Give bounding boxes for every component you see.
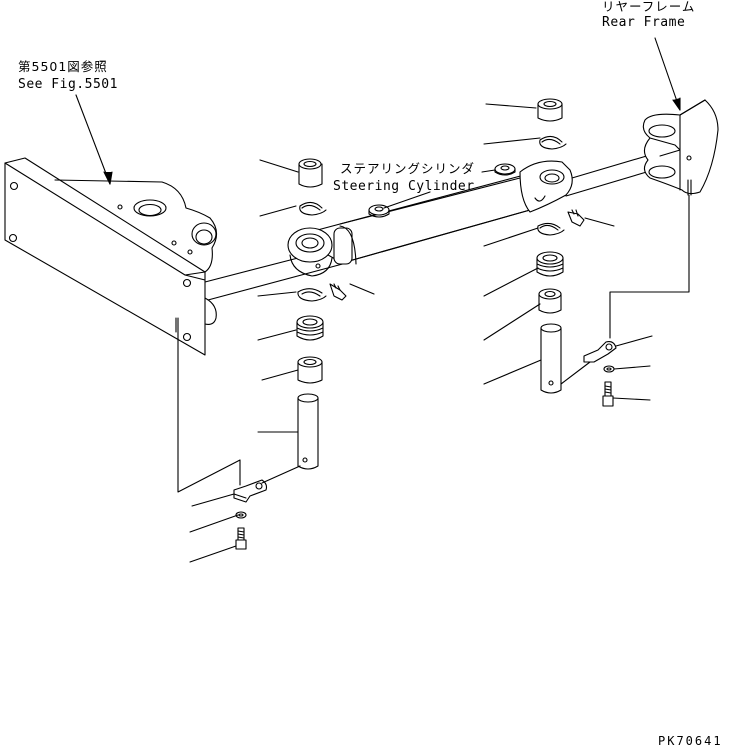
steering-cylinder-label-jp: ステアリングシリンダ xyxy=(340,161,476,176)
right-washer xyxy=(494,163,516,176)
left-snap-ring-lower xyxy=(297,288,327,302)
right-spring-washer xyxy=(603,365,615,373)
left-snap-ring-upper xyxy=(299,201,327,216)
see-fig-label-jp: 第5501図参照 xyxy=(18,59,108,74)
left-bushing-upper xyxy=(298,158,323,188)
right-snap-ring-lower xyxy=(537,222,565,236)
left-lock-plate xyxy=(233,465,301,503)
rear-frame-label-jp: リヤーフレーム xyxy=(602,0,696,14)
left-bolt xyxy=(235,527,247,550)
left-guide-line xyxy=(177,331,241,493)
right-grease-fitting xyxy=(567,209,585,227)
left-grease-fitting xyxy=(329,283,347,301)
right-bushing-upper xyxy=(537,98,563,122)
steering-cylinder-label: Steering Cylinder xyxy=(333,179,475,194)
left-spring-washer xyxy=(235,511,247,519)
drawing-code: PK70641 xyxy=(658,734,723,748)
steering-cylinder xyxy=(287,151,661,277)
front-frame-bracket xyxy=(4,157,351,356)
right-pin xyxy=(540,323,591,394)
right-dust-seal xyxy=(536,251,564,277)
leader-lines xyxy=(75,37,681,563)
right-bushing-lower xyxy=(538,288,562,314)
right-lock-plate xyxy=(583,341,617,363)
left-pin xyxy=(297,393,319,470)
rear-frame-label: Rear Frame xyxy=(602,15,686,30)
right-bolt xyxy=(602,381,614,407)
right-guide-line xyxy=(609,194,690,339)
left-dust-seal xyxy=(296,315,324,341)
right-snap-ring-upper xyxy=(539,135,567,150)
left-bushing-lower xyxy=(297,356,323,384)
see-fig-label: See Fig.5501 xyxy=(18,77,118,92)
rear-frame-bracket xyxy=(642,99,719,196)
